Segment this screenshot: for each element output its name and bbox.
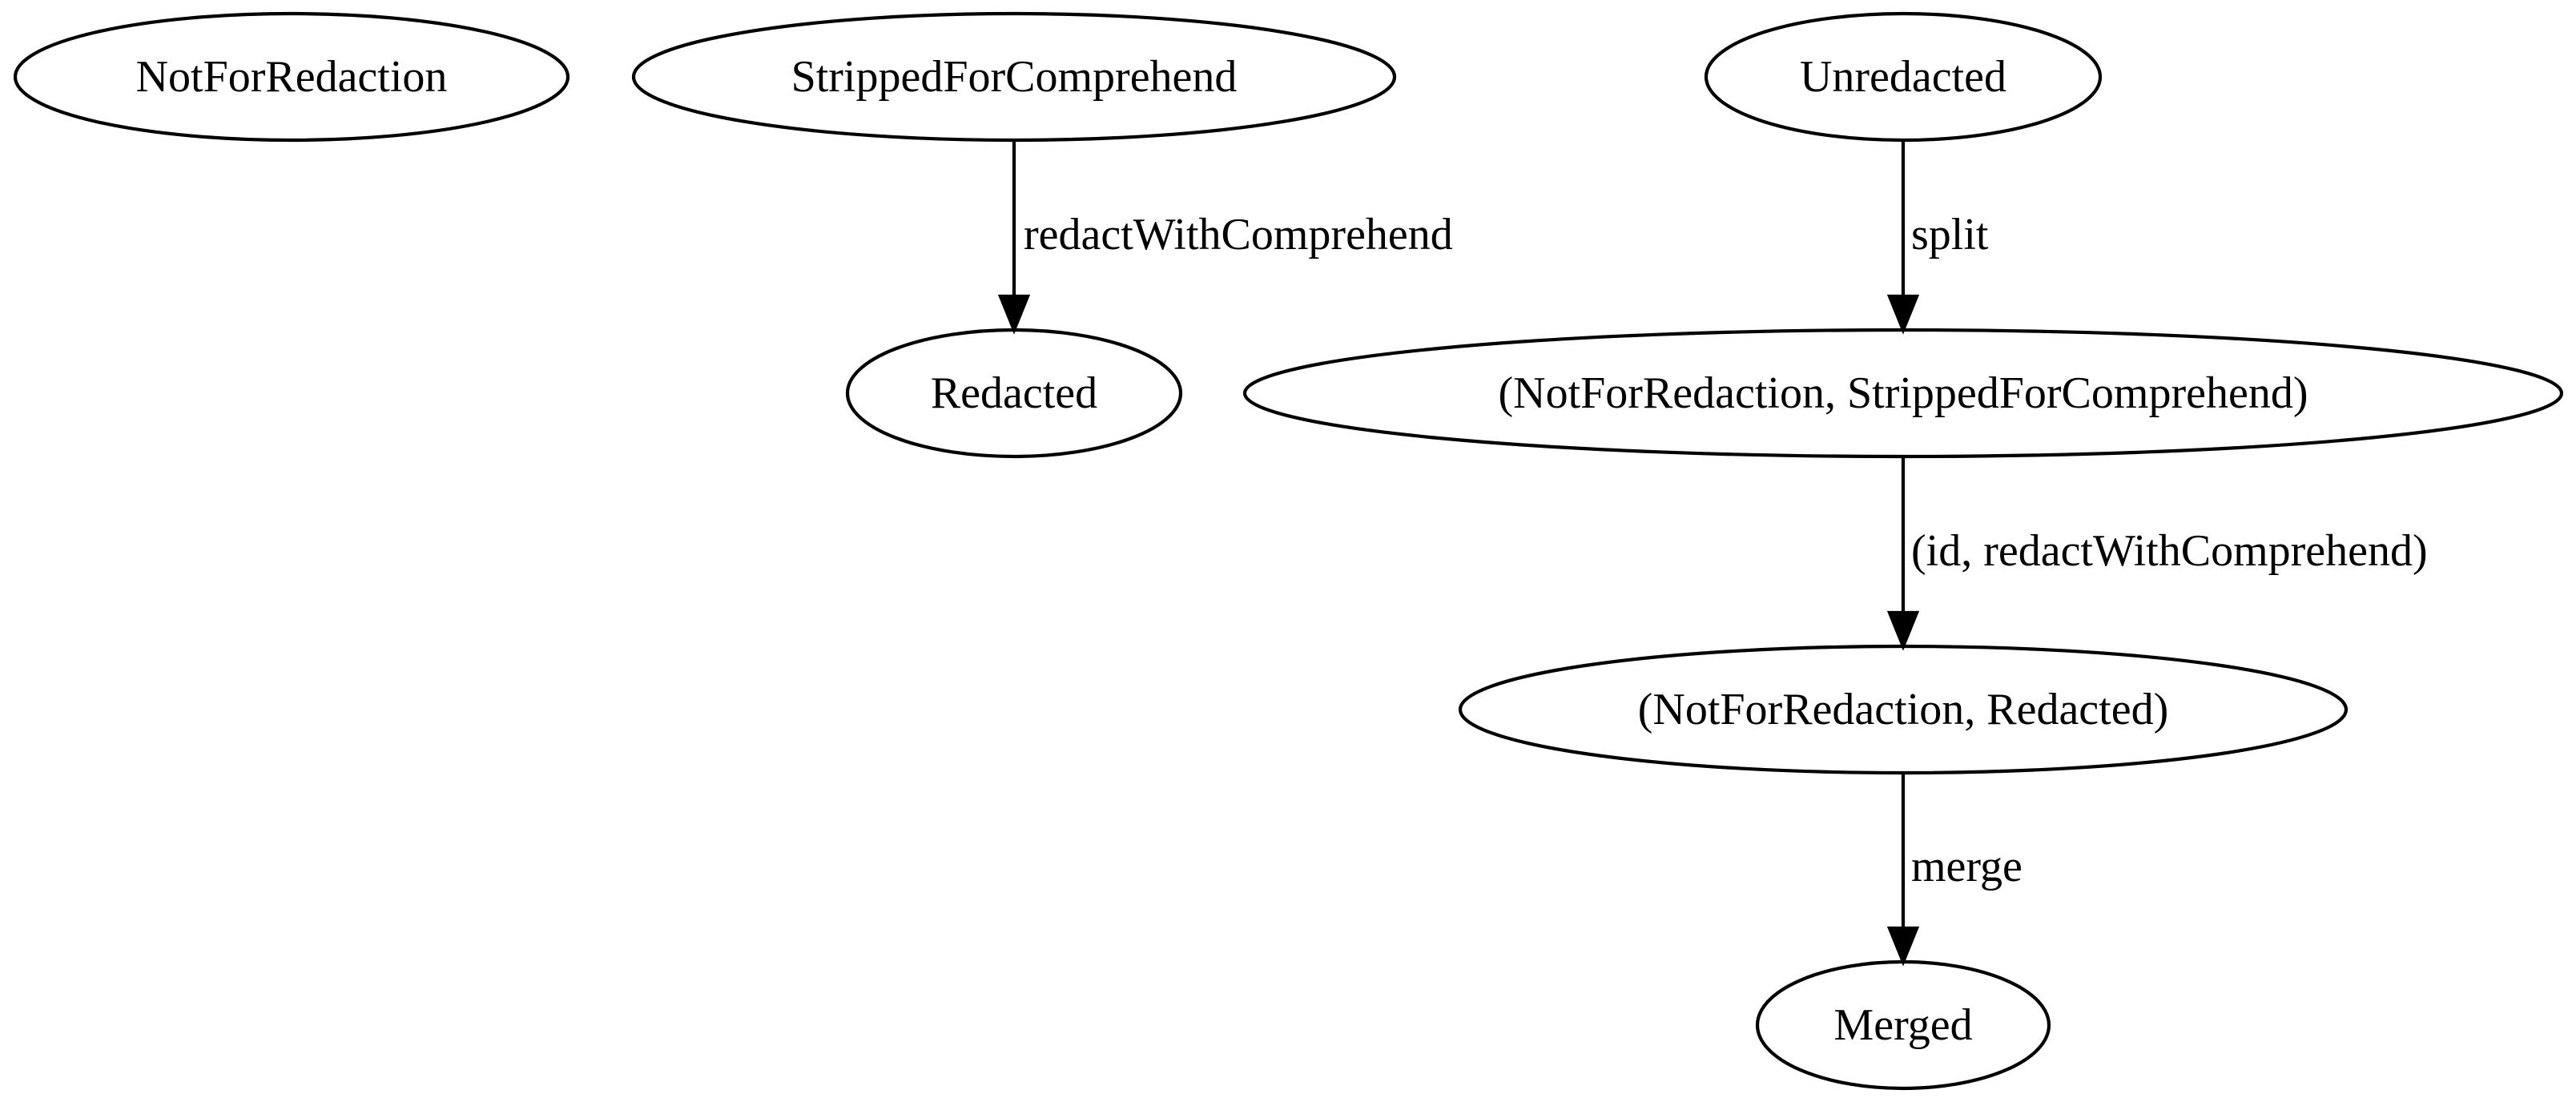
node-label: Unredacted xyxy=(1800,52,2006,102)
edge-split: split xyxy=(1886,140,1989,335)
edge-label: redactWithComprehend xyxy=(1024,210,1453,259)
edge-label: split xyxy=(1911,210,1989,259)
node-label: NotForRedaction xyxy=(136,52,448,102)
arrowhead xyxy=(1886,610,1920,651)
node-label: StrippedForComprehend xyxy=(791,52,1238,102)
arrowhead xyxy=(1886,294,1920,335)
arrowhead xyxy=(997,294,1031,335)
node-merged: Merged xyxy=(1755,959,2051,1091)
node-redacted: Redacted xyxy=(845,328,1183,459)
node-not-for-redaction: NotForRedaction xyxy=(13,11,570,143)
node-stripped-for-comprehend: StrippedForComprehend xyxy=(631,11,1397,143)
node-label: (NotForRedaction, StrippedForComprehend) xyxy=(1499,368,2308,418)
node-tuple-redacted: (NotForRedaction, Redacted) xyxy=(1458,644,2349,775)
edge-merge: merge xyxy=(1886,773,2023,967)
arrowhead xyxy=(1886,926,1920,967)
node-ellipse xyxy=(13,11,570,143)
edge-id-redact: (id, redactWithComprehend) xyxy=(1886,456,2428,651)
node-label: Merged xyxy=(1833,1000,1972,1050)
edge-label: (id, redactWithComprehend) xyxy=(1911,526,2428,576)
node-label: (NotForRedaction, Redacted) xyxy=(1638,685,2168,734)
edge-label: merge xyxy=(1911,842,2023,891)
node-label: Redacted xyxy=(931,368,1097,418)
edge-redact-with-comprehend: redactWithComprehend xyxy=(997,140,1453,335)
node-tuple-stripped: (NotForRedaction, StrippedForComprehend) xyxy=(1242,328,2564,459)
node-unredacted: Unredacted xyxy=(1704,11,2103,143)
